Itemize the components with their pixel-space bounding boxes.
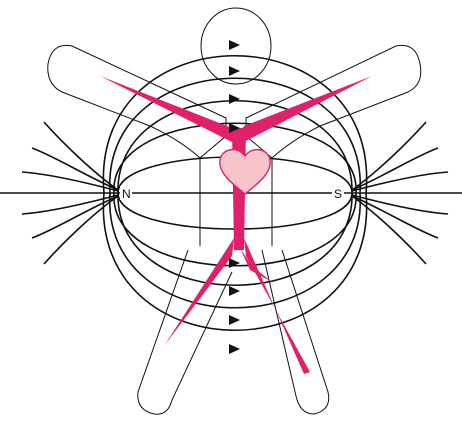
arrowhead-icon [229,94,240,104]
fan-line [44,196,118,264]
blood-vessels [100,76,372,374]
fan-line [352,122,426,190]
arrowhead-icon [229,40,240,50]
south-pole-label: S [334,187,342,201]
left-arm-outline [48,45,226,158]
heart-icon [220,150,270,194]
fan-line [44,122,118,190]
arrowhead-icon [229,344,240,354]
arrowhead-icon [229,286,240,296]
north-pole-label: N [122,187,131,201]
right-arm-outline [246,45,421,158]
arrowhead-icon [229,66,240,76]
arrowhead-icon [229,315,240,325]
fan-line [352,196,426,264]
right-leg-outline [262,250,329,414]
vessel-left-arm [100,76,240,144]
